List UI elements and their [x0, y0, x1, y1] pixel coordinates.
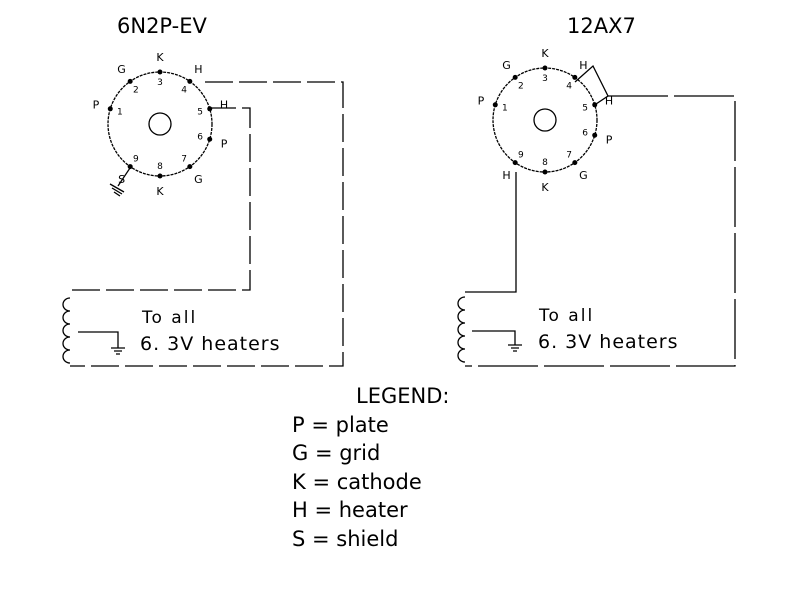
pin-number: 4	[181, 86, 187, 96]
pin-label: P	[606, 134, 613, 147]
ground-icon	[109, 183, 125, 197]
heater-note-line1: To all	[538, 306, 594, 326]
pin-number: 8	[542, 158, 548, 168]
heater-note-line1: To all	[141, 308, 197, 328]
center-hole	[533, 108, 557, 132]
legend-item-plate: P = plate	[292, 412, 389, 437]
pin-number: 7	[181, 154, 187, 164]
pin-label: H	[502, 169, 510, 182]
legend: LEGEND: P = plate G = grid K = cathode H…	[292, 382, 449, 554]
pin-number: 4	[566, 82, 572, 92]
pin-5	[207, 106, 213, 112]
pin-label: G	[194, 173, 203, 186]
pin-4	[572, 74, 578, 80]
pin-number: 7	[566, 150, 572, 160]
pin-number: 5	[582, 104, 588, 114]
pin-number: 6	[582, 128, 588, 138]
tube-title-6n2p-ev: 6N2P-EV	[117, 14, 207, 38]
pin-1	[492, 102, 498, 108]
ground-icon	[111, 347, 125, 355]
pin-label: P	[221, 138, 228, 151]
legend-item-heater: H = heater	[292, 498, 408, 523]
pin-number: 8	[157, 162, 163, 172]
pin-number: 2	[518, 82, 524, 92]
pin-number: 9	[133, 154, 139, 164]
heater-wire-pin4-5	[465, 95, 736, 367]
legend-item-cathode: K = cathode	[292, 469, 422, 494]
pin-label: P	[93, 98, 100, 111]
pin-1	[107, 106, 113, 112]
pin-number: 1	[117, 108, 123, 118]
pin-label: K	[156, 185, 164, 198]
pin-label: K	[541, 47, 549, 60]
pin-8	[542, 169, 548, 175]
ground-icon	[508, 344, 522, 352]
pin-label: H	[605, 94, 613, 107]
transformer-coil	[457, 296, 466, 363]
coil-tap	[78, 331, 119, 348]
heater-wire-pin4	[70, 81, 344, 367]
pin-7	[187, 164, 193, 170]
pin-7	[572, 160, 578, 166]
pin-label: G	[117, 63, 126, 76]
pin-6	[592, 132, 598, 138]
pin-2	[512, 74, 518, 80]
tube-title-12ax7: 12AX7	[567, 14, 636, 38]
pin-3	[542, 65, 548, 71]
pin-number: 2	[133, 86, 139, 96]
pin-6	[207, 136, 213, 142]
pin-5	[592, 102, 598, 108]
pin-2	[127, 78, 133, 84]
heater-wire-pin9	[465, 172, 517, 293]
pin-8	[157, 173, 163, 179]
heater-wire-pin5	[70, 107, 251, 291]
pin-number: 3	[542, 74, 548, 84]
pin-number: 5	[197, 108, 203, 118]
legend-heading: LEGEND:	[356, 384, 450, 408]
heater-note-line2: 6. 3V heaters	[140, 333, 281, 355]
legend-item-grid: G = grid	[292, 441, 381, 466]
heater-note-line2: 6. 3V heaters	[538, 331, 679, 353]
pin-number: 9	[518, 150, 524, 160]
pin-label: H	[220, 98, 228, 111]
transformer-coil	[62, 297, 71, 364]
center-hole	[148, 112, 172, 136]
pin-label: H	[579, 59, 587, 72]
pin-number: 1	[502, 104, 508, 114]
pin-9	[512, 160, 518, 166]
pin-label: S	[118, 173, 125, 186]
pin-number: 3	[157, 78, 163, 88]
pin-label: K	[541, 181, 549, 194]
pin-3	[157, 69, 163, 75]
pin-label: H	[194, 63, 202, 76]
pin-9	[127, 164, 133, 170]
legend-item-shield: S = shield	[292, 526, 399, 551]
pin-label: G	[579, 169, 588, 182]
pin-number: 6	[197, 132, 203, 142]
pin-label: G	[502, 59, 511, 72]
coil-tap	[472, 330, 516, 345]
pin-4	[187, 78, 193, 84]
heater-tab	[574, 64, 609, 107]
pin-label: K	[156, 51, 164, 64]
pin-label: P	[478, 94, 485, 107]
